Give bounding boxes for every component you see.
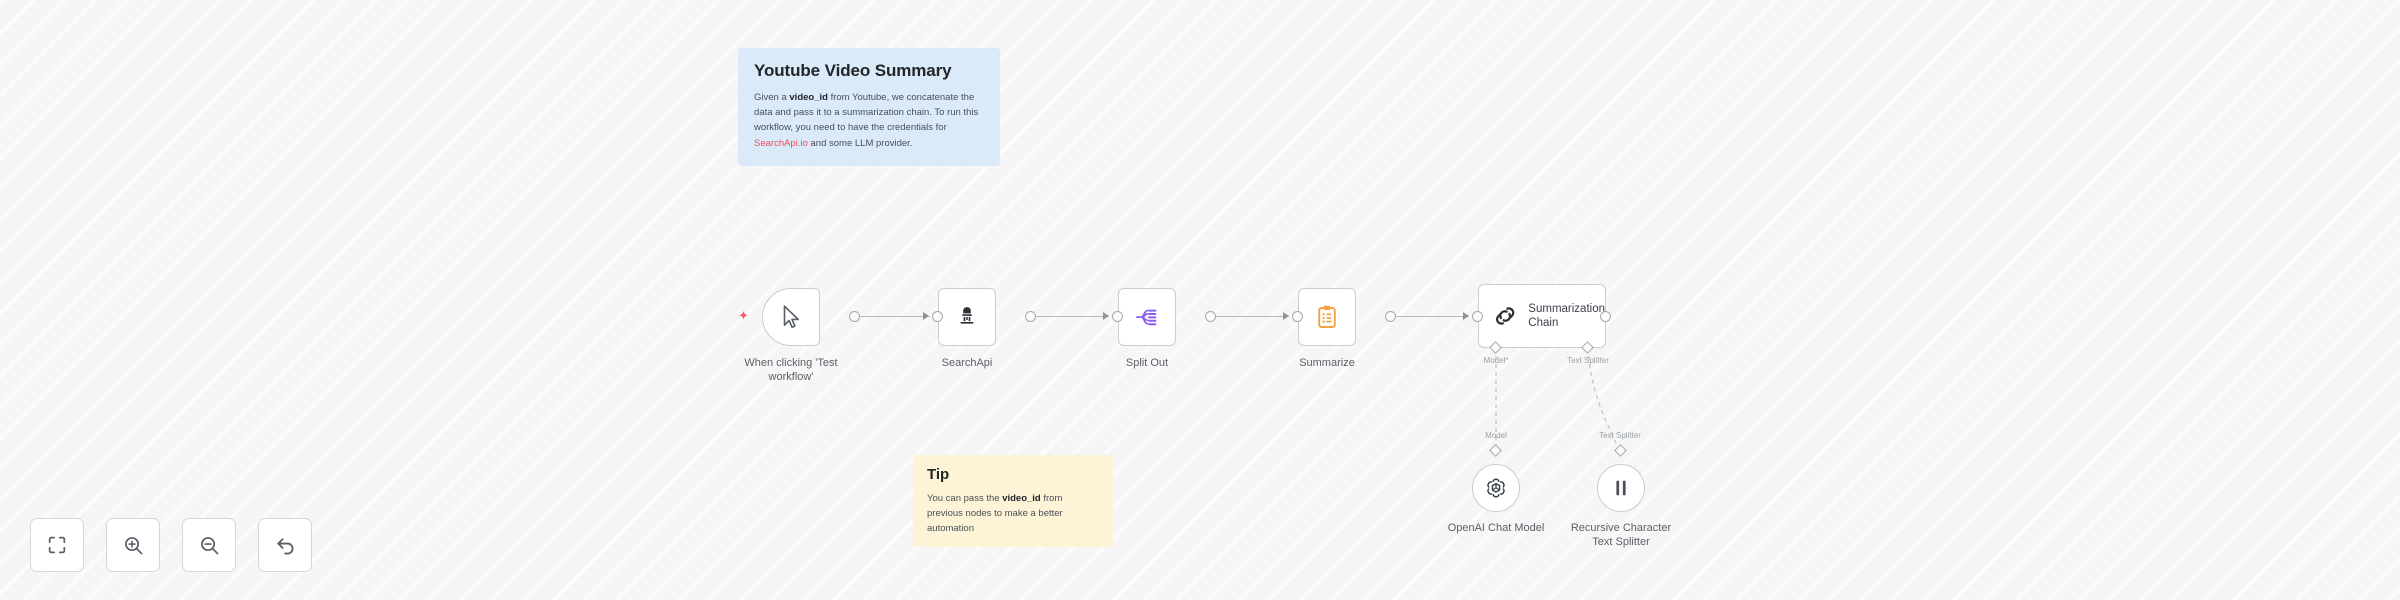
canvas-toolbar: [30, 518, 312, 572]
port-input-summarize[interactable]: [1292, 311, 1303, 322]
port-output-trigger[interactable]: [849, 311, 860, 322]
tip-body-bold: video_id: [1002, 492, 1041, 504]
sub-connector-wires: [1495, 347, 1621, 453]
sticky-note-body: You can pass the video_id from previous …: [927, 491, 1099, 537]
searchapi-icon: [960, 307, 974, 324]
subnode-openai-chat-model[interactable]: [1472, 464, 1520, 512]
node-summarization-chain[interactable]: Summarization Chain: [1478, 284, 1606, 348]
wire-arrow: [1103, 312, 1109, 320]
wire-arrow: [1463, 312, 1469, 320]
trigger-sparkle-icon: ✦: [738, 308, 749, 323]
node-caption-summarize: Summarize: [1299, 357, 1355, 369]
chain-link-icon: [1495, 307, 1515, 325]
zoom-in-button[interactable]: [106, 518, 160, 572]
node-caption-searchapi: SearchApi: [941, 357, 993, 369]
port-output-summarization-chain[interactable]: [1600, 311, 1611, 322]
wire-text-splitter-dashed: [1587, 347, 1621, 453]
subnode-caption-recursive-character-text-splitter: Recursive Character Text Splitter: [1570, 522, 1672, 549]
sticky-body-pre: Given a: [754, 91, 790, 103]
port-output-split-out[interactable]: [1205, 311, 1216, 322]
sticky-note-tip[interactable]: Tip You can pass the video_id from previ…: [913, 455, 1113, 547]
wire-label-model: Model: [1485, 431, 1507, 440]
port-label-model: Model*: [1483, 356, 1509, 365]
node-searchapi[interactable]: [938, 288, 996, 346]
sticky-note-title: Youtube Video Summary: [754, 61, 952, 80]
wire-arrow: [1283, 312, 1289, 320]
zoom-out-button[interactable]: [182, 518, 236, 572]
tip-body-pre: You can pass the: [927, 492, 1003, 504]
wire-searchapi-to-splitout: [1031, 316, 1109, 318]
split-out-icon: [1136, 309, 1157, 326]
subnode-recursive-character-text-splitter[interactable]: [1597, 464, 1645, 512]
node-caption-when-clicking-test-workflow: When clicking 'Test workflow': [744, 357, 838, 384]
node-label-summarization-chain: Summarization Chain: [1528, 302, 1605, 329]
sticky-note-body: Given a video_id from Youtube, we concat…: [754, 90, 984, 152]
wire-trigger-to-searchapi: [855, 316, 930, 318]
subnode-caption-openai-chat-model: OpenAI Chat Model: [1447, 522, 1545, 534]
reset-zoom-button[interactable]: [258, 518, 312, 572]
wire-splitout-to-summarize: [1211, 316, 1289, 318]
sticky-note-title: Tip: [927, 466, 950, 483]
wire-summarize-to-chain: [1391, 316, 1469, 318]
cursor-icon: [783, 305, 799, 329]
port-input-summarization-chain[interactable]: [1472, 311, 1483, 322]
openai-icon: [1487, 478, 1505, 498]
clipboard-icon: [1318, 305, 1336, 328]
port-output-searchapi[interactable]: [1025, 311, 1036, 322]
undo-icon: [276, 537, 293, 554]
tip-body-post: from previous nodes to make a better aut…: [927, 492, 1063, 535]
text-splitter-icon: [1616, 480, 1626, 496]
zoom-in-icon: [124, 536, 142, 554]
sticky-body-post: and some LLM provider.: [807, 137, 913, 149]
wire-label-text-splitter: Text Splitter: [1599, 431, 1641, 440]
zoom-to-fit-icon: [48, 536, 66, 554]
node-split-out[interactable]: [1118, 288, 1176, 346]
port-input-searchapi[interactable]: [932, 311, 943, 322]
zoom-to-fit-button[interactable]: [30, 518, 84, 572]
searchapi-link[interactable]: SearchApi.io: [754, 137, 808, 149]
port-label-text-splitter: Text Splitter: [1567, 356, 1609, 365]
node-when-clicking-test-workflow[interactable]: [762, 288, 820, 346]
port-input-split-out[interactable]: [1112, 311, 1123, 322]
zoom-out-icon: [200, 536, 218, 554]
node-caption-split-out: Split Out: [1125, 357, 1169, 369]
wire-arrow: [923, 312, 929, 320]
node-summarize[interactable]: [1298, 288, 1356, 346]
sticky-note-youtube-video-summary[interactable]: Youtube Video Summary Given a video_id f…: [738, 48, 1000, 166]
sticky-body-bold: video_id: [789, 91, 828, 103]
sticky-body-mid: from Youtube, we concatenate the data an…: [754, 91, 979, 134]
port-output-summarize[interactable]: [1385, 311, 1396, 322]
